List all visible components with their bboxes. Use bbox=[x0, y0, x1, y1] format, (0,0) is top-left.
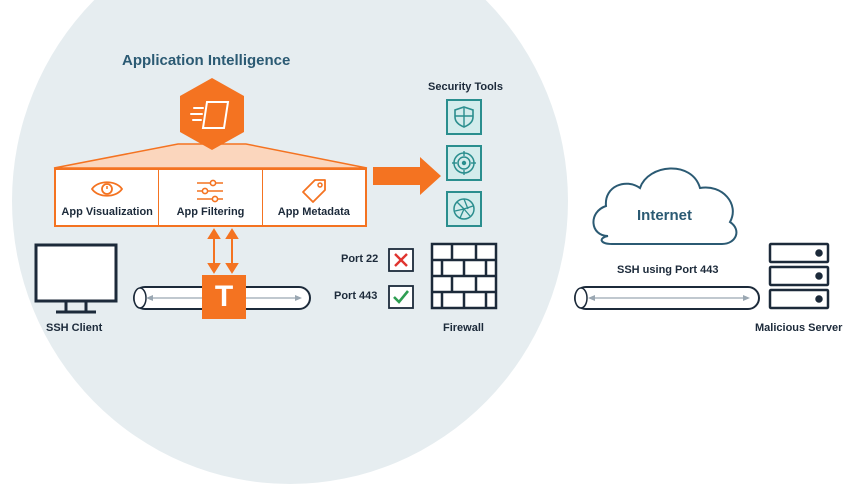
eye-icon bbox=[91, 181, 124, 197]
network-tap-box: T bbox=[202, 275, 246, 319]
target-icon bbox=[452, 151, 476, 175]
sliders-icon bbox=[197, 179, 224, 203]
security-tool-target bbox=[446, 145, 482, 181]
aperture-icon bbox=[453, 198, 475, 220]
firewall-icon bbox=[430, 242, 498, 310]
diagram-title: Application Intelligence bbox=[122, 52, 291, 69]
application-intelligence-zone bbox=[12, 0, 568, 484]
ssh-client-label: SSH Client bbox=[46, 322, 103, 334]
monitor-icon bbox=[34, 243, 118, 314]
app-metadata-item: App Metadata bbox=[263, 170, 365, 225]
firewall-label: Firewall bbox=[443, 322, 484, 334]
bidirectional-arrows-icon bbox=[207, 228, 239, 274]
speed-document-icon bbox=[190, 101, 230, 129]
app-filtering-label: App Filtering bbox=[176, 206, 245, 218]
app-visualization-item: App Visualization bbox=[56, 170, 160, 225]
check-icon bbox=[388, 285, 414, 309]
capabilities-panel: App Visualization App Filtering App Meta… bbox=[54, 168, 367, 227]
security-tool-shield bbox=[446, 99, 482, 135]
app-intel-hexagon bbox=[180, 78, 244, 150]
internet-label: Internet bbox=[637, 207, 693, 224]
app-filtering-item: App Filtering bbox=[159, 170, 263, 225]
fanout-shape bbox=[53, 143, 368, 169]
ssh-port-label: SSH using Port 443 bbox=[617, 264, 719, 276]
malicious-server-label: Malicious Server bbox=[755, 322, 843, 334]
security-tools-label: Security Tools bbox=[428, 81, 503, 93]
network-pipe-right bbox=[574, 286, 760, 310]
tag-icon bbox=[301, 179, 326, 203]
x-icon bbox=[388, 248, 414, 272]
app-metadata-label: App Metadata bbox=[277, 206, 350, 218]
app-visualization-label: App Visualization bbox=[61, 206, 153, 218]
port-443-label: Port 443 bbox=[334, 290, 378, 302]
server-icon bbox=[768, 242, 830, 310]
shield-icon bbox=[454, 106, 474, 128]
port-22-label: Port 22 bbox=[341, 253, 379, 265]
arrow-to-tools-icon bbox=[373, 157, 441, 195]
cloud-icon bbox=[592, 167, 738, 245]
security-tool-aperture bbox=[446, 191, 482, 227]
